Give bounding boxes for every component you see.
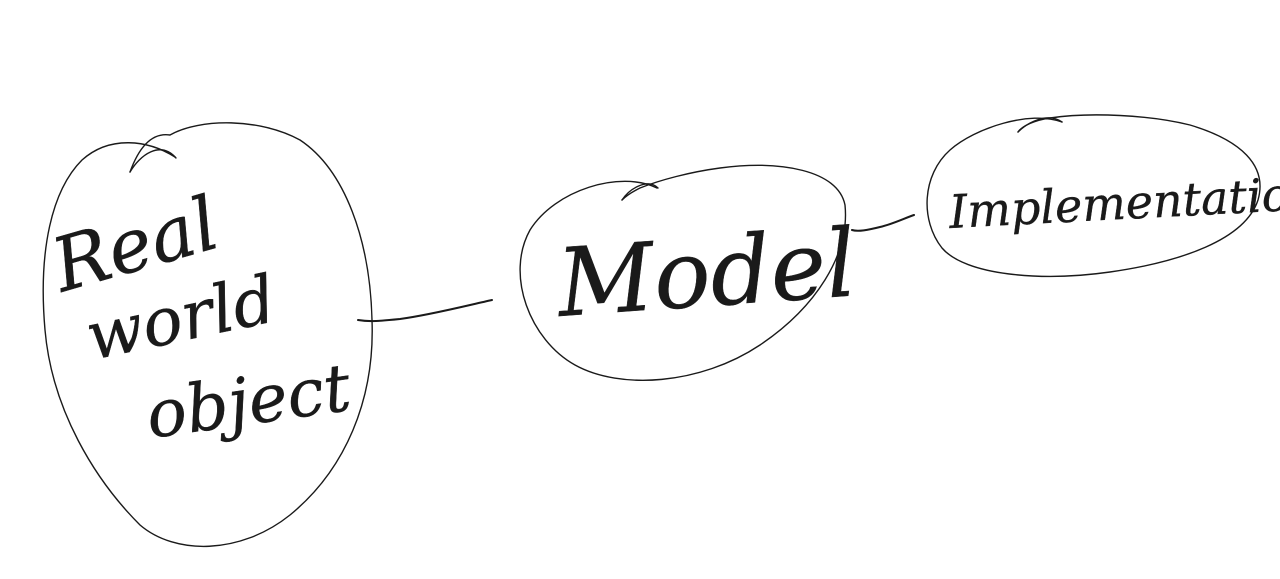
- node-outline: [519, 164, 847, 381]
- node-outline-hook: [621, 183, 659, 201]
- node-implementation: Implementation: [926, 114, 1280, 278]
- node-outline-hook: [129, 149, 177, 173]
- node-outline: [42, 122, 373, 547]
- node-label-line: object: [142, 349, 356, 454]
- edge-connector: [851, 214, 915, 232]
- node-model: Model: [519, 164, 860, 381]
- edge-connector: [357, 299, 493, 323]
- node-outline-hook: [1017, 117, 1063, 133]
- node-label-line: Model: [552, 209, 860, 339]
- node-label-line: Implementation: [947, 166, 1280, 239]
- node-real-world-object: Real world object: [41, 122, 373, 547]
- node-outline: [926, 114, 1261, 278]
